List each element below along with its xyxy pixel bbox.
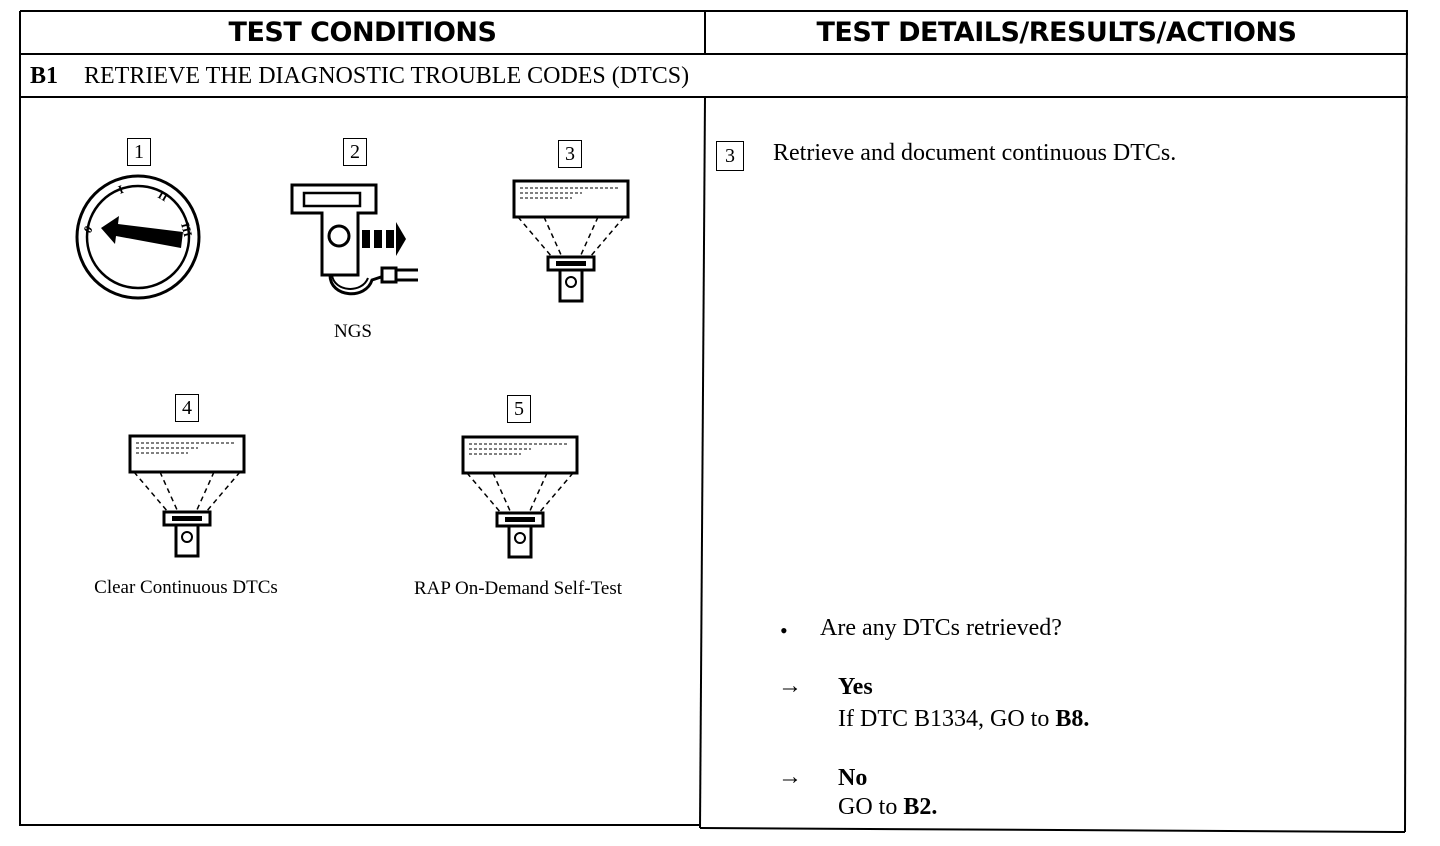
details-question: Are any DTCs retrieved?	[820, 615, 1062, 641]
figure-number-5: 5	[507, 395, 531, 423]
ignition-label-1: I	[116, 182, 125, 197]
yes-action: If DTC B1334, GO to B8.	[838, 706, 1089, 733]
tester-display-icon	[512, 179, 630, 303]
yes-action-period: .	[1083, 706, 1090, 732]
figure-number-4: 4	[175, 394, 199, 422]
figure-caption-4: Clear Continuous DTCs	[94, 577, 278, 598]
figure-caption-2: NGS	[333, 321, 373, 342]
figure-number-1: 1	[127, 138, 151, 166]
yes-label: Yes	[838, 674, 873, 700]
ignition-switch-icon: 0 I II III	[75, 174, 201, 300]
tester-display-icon	[461, 435, 579, 559]
figure-number-3: 3	[558, 140, 582, 168]
question-bullet: •	[780, 618, 788, 643]
step-title-row: B1 RETRIEVE THE DIAGNOSTIC TROUBLE CODES…	[30, 58, 689, 94]
header-test-conditions: TEST CONDITIONS	[228, 16, 497, 48]
yes-target-link[interactable]: B8	[1055, 706, 1084, 732]
figure-caption-5: RAP On-Demand Self-Test	[414, 578, 622, 599]
figure-number-2: 2	[343, 138, 367, 166]
details-instruction: Retrieve and document continuous DTCs.	[773, 140, 1177, 166]
no-action-text: GO to	[838, 794, 904, 820]
tester-display-icon	[128, 434, 246, 558]
no-arrow: →	[778, 764, 802, 790]
yes-action-text: If DTC B1334, GO to	[838, 706, 1056, 732]
step-code: B1	[30, 62, 59, 89]
yes-arrow: →	[778, 673, 802, 699]
no-action: GO to B2.	[838, 794, 937, 821]
ignition-label-3: III	[178, 221, 195, 238]
details-step-ref: 3	[716, 141, 744, 171]
no-action-period: .	[931, 794, 938, 820]
header-test-details: TEST DETAILS/RESULTS/ACTIONS	[816, 16, 1298, 48]
ngs-tester-icon	[290, 183, 418, 296]
step-title: RETRIEVE THE DIAGNOSTIC TROUBLE CODES (D…	[84, 62, 690, 89]
no-target-link[interactable]: B2	[903, 794, 932, 820]
no-label: No	[838, 765, 868, 791]
